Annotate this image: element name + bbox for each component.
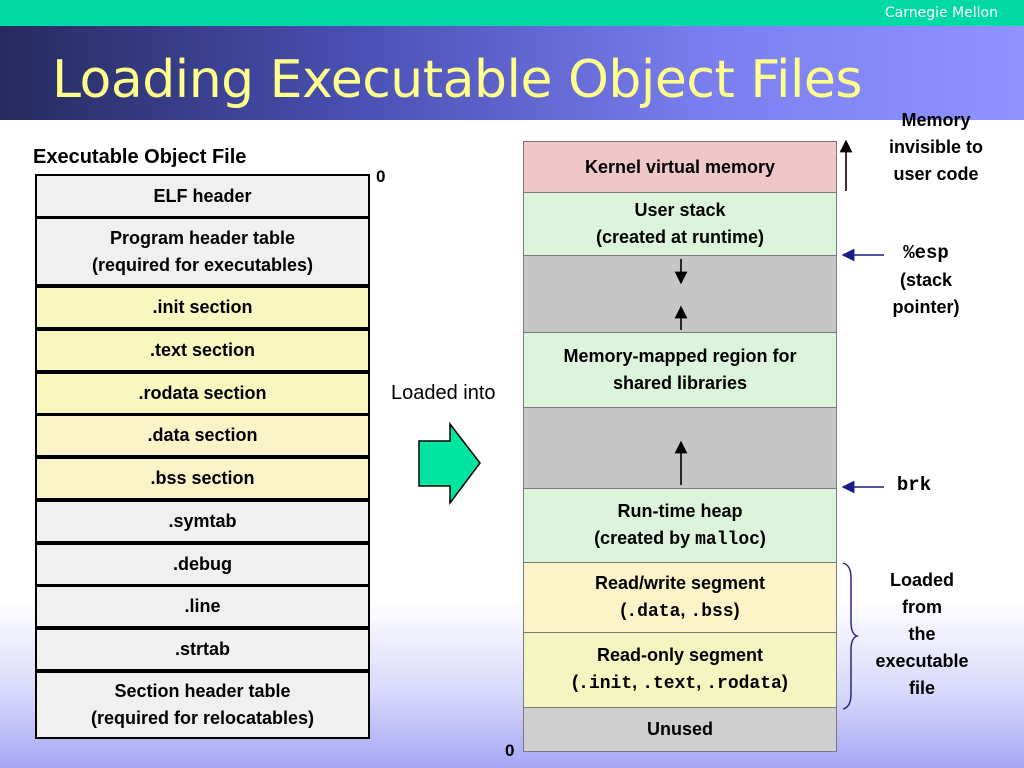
block-sublabel: (created at runtime) — [595, 227, 765, 247]
section-label: .data section — [147, 425, 258, 445]
malloc-code: malloc — [695, 529, 760, 550]
elf-heading: Executable Object File — [33, 146, 247, 168]
annotation-line: Memory — [901, 110, 971, 130]
annotation-line: the — [908, 624, 936, 644]
section-header-table-cell: Section header table (required for reloc… — [35, 671, 370, 739]
section-label: .bss section — [150, 468, 255, 488]
data-code: .data — [626, 601, 681, 622]
kernel-memory-block: Kernel virtual memory — [523, 141, 837, 193]
block-label: Read-only segment — [596, 645, 764, 665]
elf-header-cell: ELF header — [35, 174, 370, 218]
strtab-cell: .strtab — [35, 628, 370, 671]
init-section-cell: .init section — [35, 286, 370, 329]
annotation-line: from — [902, 597, 942, 617]
rodata-code: .rodata — [706, 674, 782, 694]
runtime-heap-block: Run-time heap (created by malloc) — [523, 488, 837, 563]
brk-annotation: brk — [890, 472, 938, 499]
line-cell: .line — [35, 585, 370, 628]
stack-gap-block — [523, 255, 837, 333]
annotation-line: invisible to — [888, 137, 984, 157]
loaded-into-label: Loaded into — [391, 382, 496, 404]
title-bar — [0, 26, 1024, 120]
read-write-segment-block: Read/write segment (.data, .bss) — [523, 562, 837, 633]
init-code: .init — [578, 674, 633, 694]
block-label: Memory-mapped region for — [563, 346, 797, 366]
block-label: Kernel virtual memory — [584, 156, 776, 177]
annotation-line: (stack — [899, 270, 953, 290]
loaded-into-arrow-icon — [418, 421, 481, 506]
section-label: .text section — [149, 340, 256, 360]
section-label: .init section — [152, 297, 253, 317]
block-sublabel: (created by malloc) — [594, 527, 766, 550]
symtab-cell: .symtab — [35, 500, 370, 543]
unused-block: Unused — [523, 707, 837, 752]
section-label: .symtab — [168, 511, 237, 531]
section-label: ELF header — [153, 185, 252, 206]
bss-section-cell: .bss section — [35, 457, 370, 500]
data-section-cell: .data section — [35, 414, 370, 457]
annotation-line: pointer) — [892, 297, 960, 317]
block-label: Read/write segment — [594, 572, 766, 593]
esp-code: %esp — [903, 242, 949, 264]
program-header-table-cell: Program header table (required for execu… — [35, 217, 370, 286]
bss-code: .bss — [690, 601, 734, 622]
section-sublabel: (required for executables) — [91, 254, 314, 275]
text-code: .text — [642, 674, 697, 694]
section-label: .line — [184, 596, 221, 616]
annotation-line: Loaded — [889, 570, 954, 590]
brk-code: brk — [896, 474, 932, 496]
invisible-annotation: Memory invisible to user code — [866, 107, 1006, 188]
read-only-segment-block: Read-only segment (.init, .text, .rodata… — [523, 632, 837, 708]
user-stack-block: User stack (created at runtime) — [523, 192, 837, 256]
file-offset-zero: 0 — [376, 167, 386, 186]
section-label: Program header table — [109, 227, 296, 248]
text-section-cell: .text section — [35, 329, 370, 372]
brand-label: Carnegie Mellon — [884, 5, 998, 21]
address-zero: 0 — [505, 741, 515, 760]
block-label: User stack — [634, 200, 726, 220]
loaded-from-file-annotation: Loaded from the executable file — [864, 567, 980, 702]
shared-libraries-block: Memory-mapped region for shared librarie… — [523, 332, 837, 408]
block-sublabel: (.data, .bss) — [620, 599, 740, 622]
section-label: Section header table — [114, 681, 291, 701]
section-label: .debug — [173, 554, 232, 574]
block-label: Run-time heap — [617, 500, 743, 521]
esp-annotation: %esp (stack pointer) — [868, 240, 984, 321]
section-sublabel: (required for relocatables) — [90, 708, 315, 728]
slide-title: Loading Executable Object Files — [52, 50, 862, 110]
top-accent-bar: Carnegie Mellon — [0, 0, 1024, 26]
section-label: .strtab — [174, 639, 230, 659]
section-label: .rodata section — [138, 383, 267, 403]
annotation-line: file — [908, 678, 935, 698]
block-label: Unused — [646, 719, 713, 739]
loaded-brace-icon — [842, 562, 860, 710]
block-sublabel: (.init, .text, .rodata) — [572, 672, 788, 694]
annotation-line: executable — [875, 651, 969, 671]
block-sublabel: shared libraries — [612, 373, 748, 393]
annotation-line: user code — [893, 164, 979, 184]
